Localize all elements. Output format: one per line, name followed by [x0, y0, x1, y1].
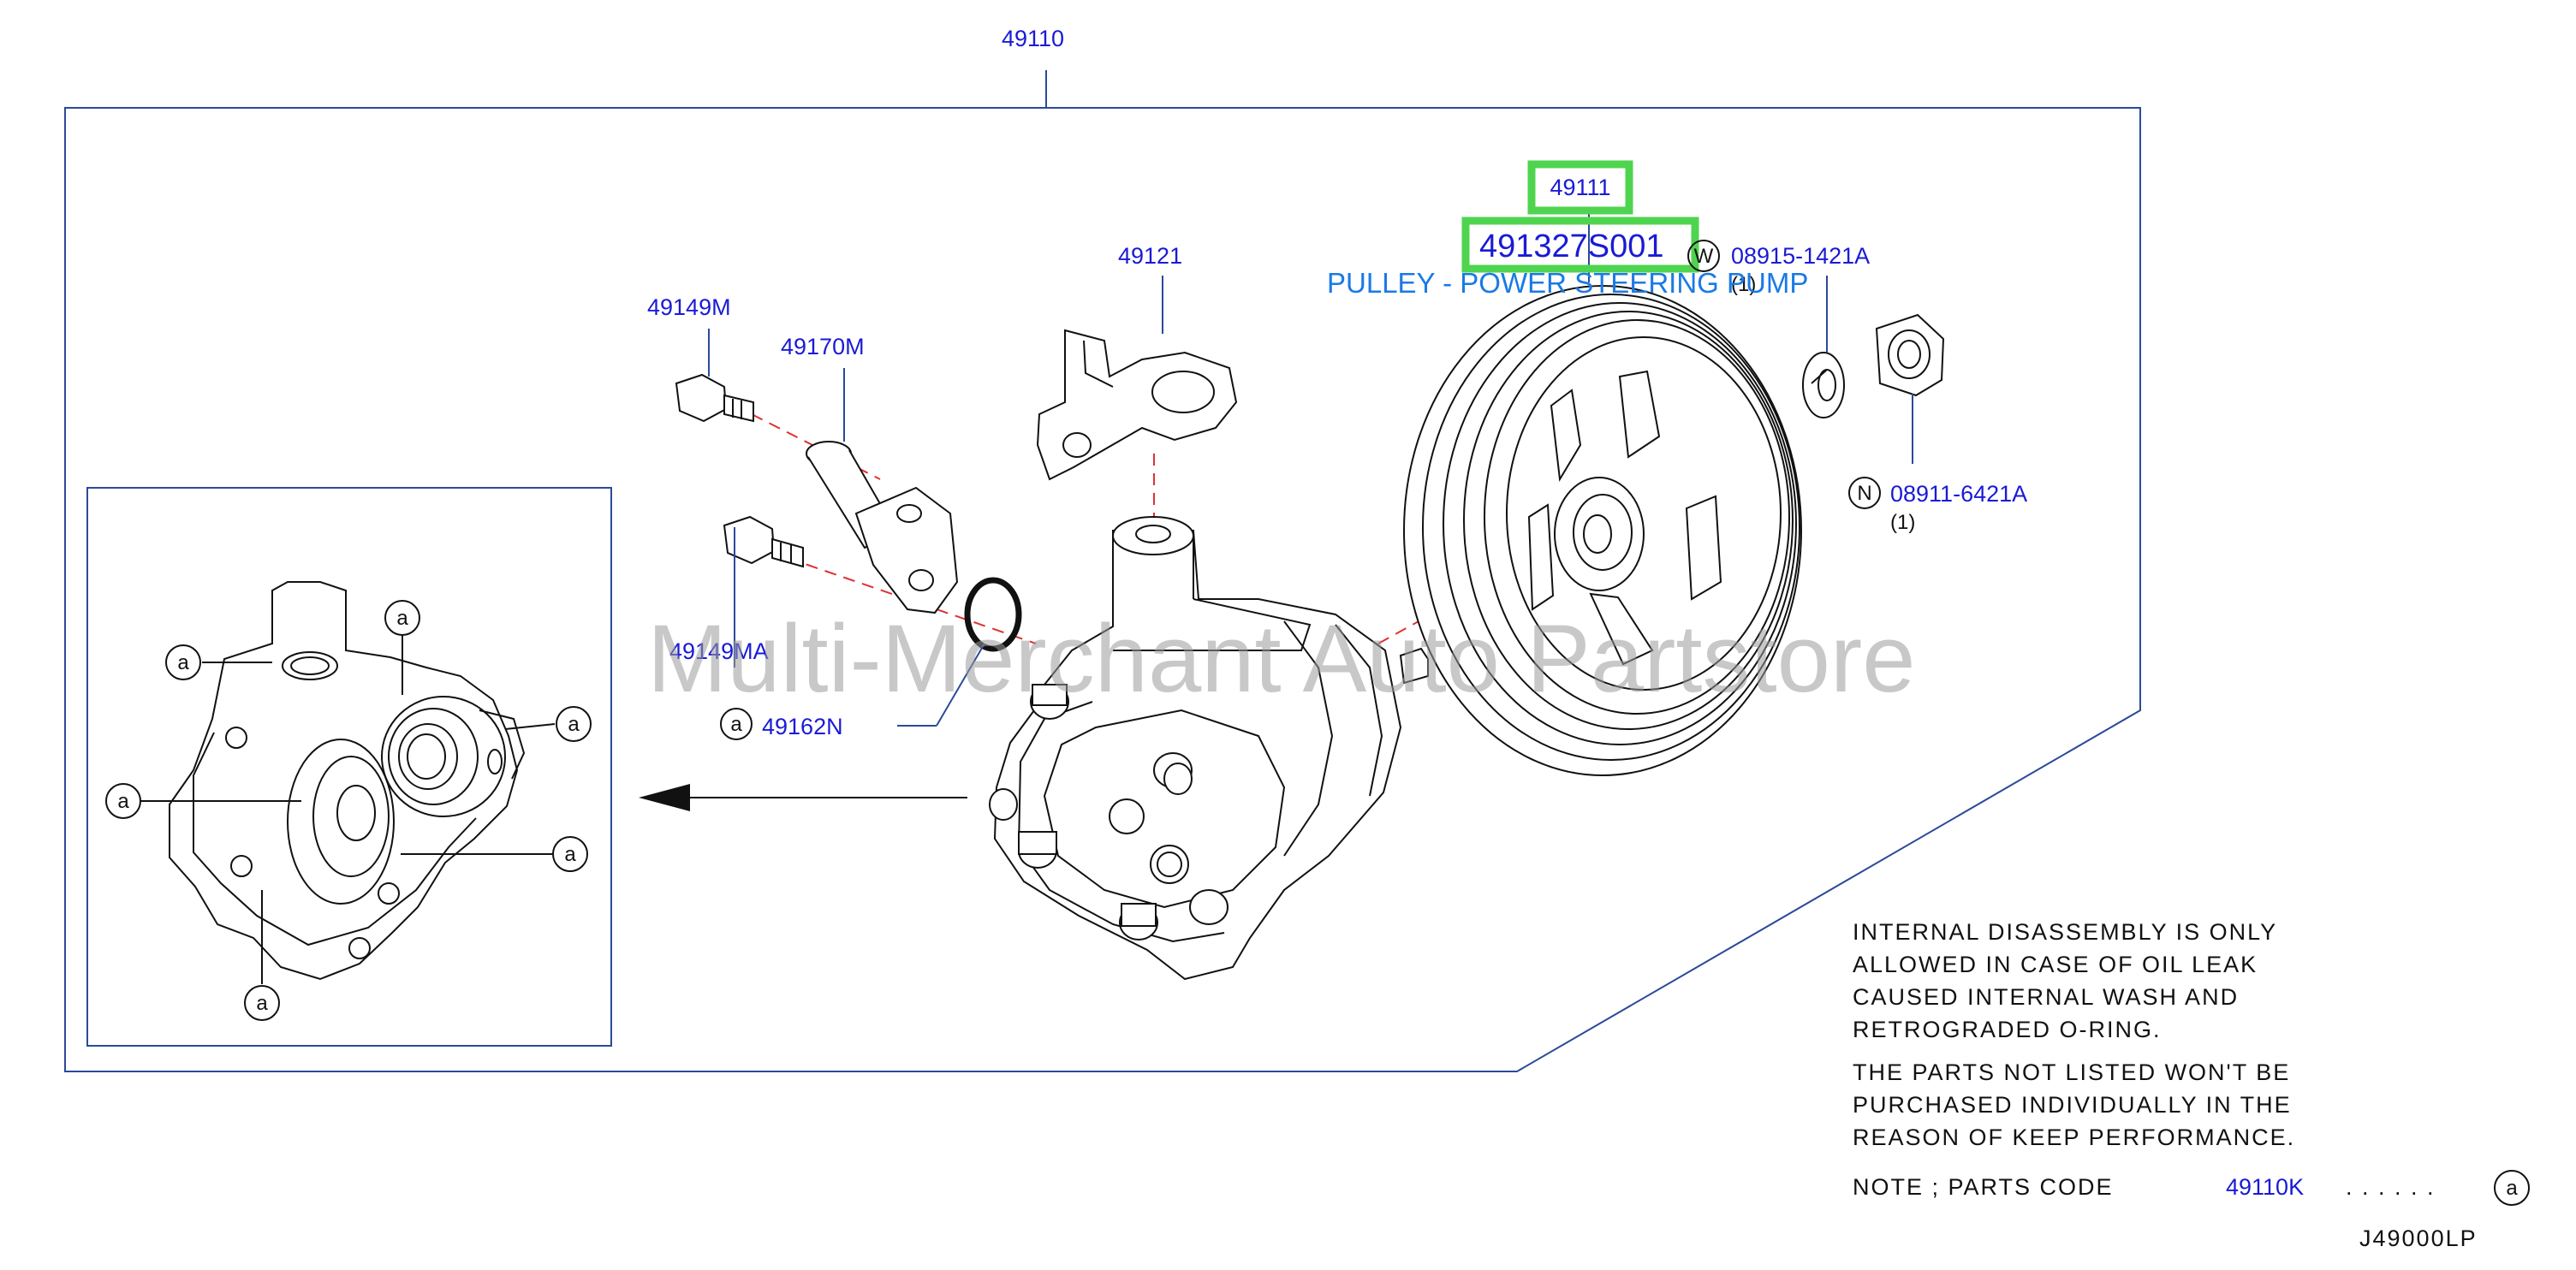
- note-line-5: THE PARTS NOT LISTED WON'T BE: [1853, 1059, 2290, 1085]
- rear-cover-drawing: [169, 581, 526, 981]
- connector-drawing: [806, 441, 959, 614]
- svg-text:a: a: [730, 713, 742, 736]
- washer-qty: (1): [1731, 273, 1756, 296]
- oring-drawing: [964, 577, 1022, 652]
- bolt-upper-drawing: [675, 373, 754, 423]
- washer-part-number[interactable]: 08915-1421A: [1731, 243, 1870, 269]
- inset-marker-a-6: [244, 985, 280, 1021]
- svg-text:a: a: [396, 607, 408, 630]
- inset-marker-a-5: [552, 836, 588, 872]
- note-marker-circle: [2494, 1170, 2530, 1206]
- assembly-frame: [64, 70, 2141, 1072]
- note-parts-code: 49110K: [2226, 1174, 2304, 1200]
- pump-body-drawing: [989, 516, 1429, 981]
- svg-text:a: a: [2506, 1177, 2518, 1200]
- inset-frame: [86, 487, 612, 1047]
- inset-marker-a-4: [105, 783, 141, 819]
- svg-text:N: N: [1857, 482, 1871, 505]
- oring-part-number[interactable]: 49162N: [762, 714, 843, 739]
- note-line-3: CAUSED INTERNAL WASH AND: [1853, 984, 2239, 1010]
- assembly-number[interactable]: 49110: [1002, 26, 1064, 51]
- pulley-drawing: [1403, 285, 1802, 776]
- oring-code-circle: [720, 708, 753, 740]
- pulley-part-highlight: [1461, 217, 1699, 273]
- svg-text:a: a: [256, 992, 268, 1015]
- bolt-lower-part-number[interactable]: 49149MA: [669, 638, 769, 664]
- note-line-7: REASON OF KEEP PERFORMANCE.: [1853, 1125, 2295, 1150]
- nut-qty: (1): [1890, 511, 1915, 534]
- notes-block: INTERNAL DISASSEMBLY IS ONLY ALLOWED IN …: [1853, 919, 2530, 1206]
- figure-id: J49000LP: [2359, 1225, 2478, 1251]
- nut-drawing: [1875, 313, 1945, 397]
- washer-drawing: [1802, 352, 1845, 418]
- bolt-lower-drawing: [723, 515, 804, 568]
- nut-part-number[interactable]: 08911-6421A: [1890, 481, 2027, 507]
- note-line-1: INTERNAL DISASSEMBLY IS ONLY: [1853, 919, 2277, 945]
- pulley-assy-highlight: [1527, 160, 1633, 215]
- inset-markers: a a a a a a: [105, 600, 592, 1021]
- pulley-part-number[interactable]: 491327S001: [1479, 228, 1664, 264]
- watermark: Multi-Merchant Auto Partstore: [647, 605, 1915, 712]
- note-line-6: PURCHASED INDIVIDUALLY IN THE: [1853, 1092, 2292, 1118]
- bolt-upper-part-number[interactable]: 49149M: [647, 294, 731, 320]
- washer-code-circle: [1687, 240, 1720, 272]
- inset-marker-a-3: [556, 706, 592, 742]
- pointer-arrow: [639, 784, 967, 811]
- inset-marker-a-1: [165, 644, 201, 680]
- note-line-2: ALLOWED IN CASE OF OIL LEAK: [1853, 952, 2258, 977]
- svg-text:a: a: [568, 713, 580, 736]
- inset-marker-a-2: [384, 600, 420, 636]
- nut-code-circle: [1848, 477, 1881, 509]
- svg-text:a: a: [564, 843, 576, 866]
- note-parts-code-label: NOTE ; PARTS CODE: [1853, 1174, 2114, 1200]
- bracket-drawing: [1036, 329, 1238, 481]
- svg-text:a: a: [117, 790, 129, 813]
- connector-part-number[interactable]: 49170M: [781, 334, 865, 359]
- pulley-name-label[interactable]: PULLEY - POWER STEERING PUMP: [1327, 267, 1808, 299]
- bracket-part-number[interactable]: 49121: [1118, 243, 1182, 269]
- note-line-4: RETROGRADED O-RING.: [1853, 1017, 2162, 1042]
- note-dots: . . . . . .: [2346, 1174, 2436, 1200]
- svg-text:a: a: [177, 651, 189, 674]
- pulley-assy-number[interactable]: 49111: [1550, 175, 1610, 200]
- svg-text:W: W: [1694, 245, 1714, 268]
